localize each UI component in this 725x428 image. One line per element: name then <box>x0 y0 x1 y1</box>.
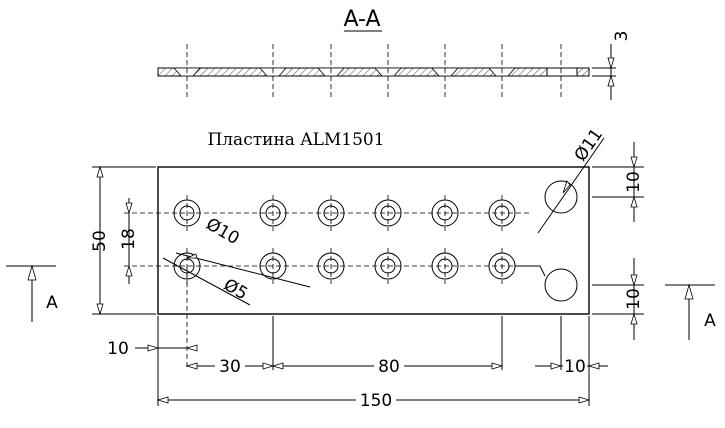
section-marker-right: A <box>665 283 716 340</box>
dim-edge-left: 10 <box>107 339 198 359</box>
hole-pattern <box>173 195 516 284</box>
dim-pitch-first-text: 30 <box>219 357 241 377</box>
hole-r1-c4 <box>374 195 402 231</box>
dim-span-middle: 80 <box>271 356 504 377</box>
dia-hole-callout: Ø5 <box>162 257 251 306</box>
dia-large-text: Ø11 <box>571 125 607 165</box>
dim-pitch-first: 30 <box>185 356 275 377</box>
dim-width: 50 <box>90 165 156 316</box>
dim-edge-bottom: 10 <box>592 258 644 340</box>
dim-span-middle-text: 80 <box>378 357 400 377</box>
dia-large-callout: Ø11 <box>537 125 607 234</box>
hole-r1-c5 <box>431 195 459 231</box>
dim-edge-right: 10 <box>535 356 608 377</box>
section-marker-left: A <box>6 264 58 322</box>
section-marker-left-text: A <box>46 293 58 313</box>
dia-counterbore-text: Ø10 <box>202 214 242 249</box>
hole-r2-c3 <box>317 248 345 284</box>
section-marker-right-text: A <box>704 311 716 331</box>
dim-edge-left-text: 10 <box>107 339 129 359</box>
hole-r2-c5 <box>431 248 459 284</box>
hole-r1-c1 <box>173 195 201 231</box>
hole-r2-c2 <box>259 248 287 284</box>
plate-outline <box>157 166 590 315</box>
leader-bottom-large-hole <box>515 265 546 277</box>
dim-edge-right-text: 10 <box>564 357 586 377</box>
hole-r1-c2 <box>259 195 287 231</box>
dim-width-text: 50 <box>90 230 110 252</box>
large-hole-bottom <box>544 268 578 302</box>
section-hatching <box>158 67 589 77</box>
hole-r1-c3 <box>317 195 345 231</box>
section-hole-gap <box>546 67 578 77</box>
dim-edge-bottom-text: 10 <box>624 288 644 310</box>
dim-thickness: 3 <box>592 31 632 100</box>
hole-r2-c4 <box>374 248 402 284</box>
section-title: A-A <box>343 7 380 32</box>
dim-length: 150 <box>156 390 591 411</box>
hole-r1-c6 <box>488 195 516 231</box>
section-centerlines <box>186 44 562 100</box>
dim-row-spacing: 18 <box>119 198 139 284</box>
dia-hole-text: Ø5 <box>220 275 251 304</box>
section-view: A-A 3 <box>157 7 632 100</box>
large-hole-top <box>544 180 578 214</box>
plan-view: Пластина ALM1501 Ø11 Ø10 Ø5 <box>6 125 716 411</box>
part-title: Пластина ALM1501 <box>207 130 384 150</box>
dim-row-spacing-text: 18 <box>119 228 139 250</box>
dim-length-text: 150 <box>360 391 392 411</box>
dim-thickness-text: 3 <box>612 31 632 42</box>
dim-edge-top: 10 <box>592 142 644 222</box>
dim-edge-top-text: 10 <box>624 171 644 193</box>
